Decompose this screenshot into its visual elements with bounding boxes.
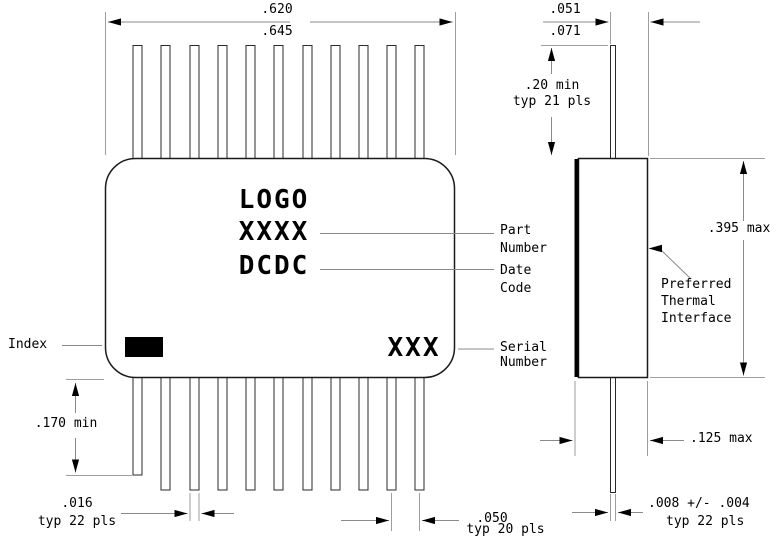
index-mark	[125, 337, 163, 357]
lead	[160, 376, 171, 491]
lead	[386, 45, 397, 160]
dim-lead-to-face-max: .071	[549, 24, 581, 39]
callout-part-number: Part Number	[500, 223, 547, 256]
lead	[245, 45, 256, 160]
dim-lead-pitch-note: typ 20 pls	[466, 522, 545, 537]
side-lead-bottom	[610, 376, 616, 493]
callout-index: Index	[8, 337, 48, 352]
thermal-interface-face	[574, 159, 579, 377]
dim-lead-length-top: .20 min	[524, 78, 580, 93]
lead	[358, 45, 369, 160]
lead	[273, 376, 284, 491]
dim-body-width-max: .645	[261, 24, 293, 39]
lead	[189, 376, 200, 491]
marking-serial-number: XXX	[387, 333, 441, 363]
dim-lead-length-bottom: .170 min	[34, 416, 98, 431]
dim-lead-thickness: .008 +/- .004	[648, 496, 750, 511]
lead	[189, 45, 200, 160]
index-lead-short	[132, 376, 143, 476]
dim-lead-pitch: .050	[476, 511, 508, 526]
lead	[132, 45, 143, 160]
package-body-top-view	[104, 157, 456, 379]
package-body-side-view	[577, 157, 649, 379]
leader-thermal	[660, 249, 692, 280]
lead	[160, 45, 171, 160]
dim-lead-width: .016	[61, 496, 93, 511]
marking-logo: LOGO	[238, 185, 310, 215]
dim-lead-thickness-note: typ 22 pls	[666, 514, 745, 529]
lead	[245, 376, 256, 491]
lead	[414, 376, 425, 491]
dim-body-width-min: .620	[261, 2, 293, 17]
lead	[330, 45, 341, 160]
lead	[273, 45, 284, 160]
lead	[302, 45, 313, 160]
lead	[217, 376, 228, 491]
thermal-arrowhead	[648, 244, 662, 253]
lead	[330, 376, 341, 491]
dim-body-thickness: .125 max	[690, 431, 753, 446]
lead	[358, 376, 369, 491]
top-view-lower-leads	[132, 376, 425, 491]
dim-lead-to-face-min: .051	[549, 2, 581, 17]
callout-serial-number: Serial Number	[500, 340, 547, 370]
dim-body-length: .395 max	[707, 221, 771, 236]
lead	[414, 45, 425, 160]
top-view-upper-leads	[132, 45, 425, 160]
dim-lead-length-top-note: typ 21 pls	[512, 94, 592, 109]
marking-date-code: DCDC	[238, 251, 310, 281]
callout-date-code: Date Code	[500, 263, 532, 296]
lead	[386, 376, 397, 491]
callout-thermal-interface: Preferred Thermal Interface	[661, 277, 732, 326]
side-lead-top	[610, 45, 616, 160]
lead	[302, 376, 313, 491]
lead	[217, 45, 228, 160]
marking-part-number: XXXX	[238, 217, 310, 247]
dim-lead-width-note: typ 22 pls	[37, 514, 117, 529]
